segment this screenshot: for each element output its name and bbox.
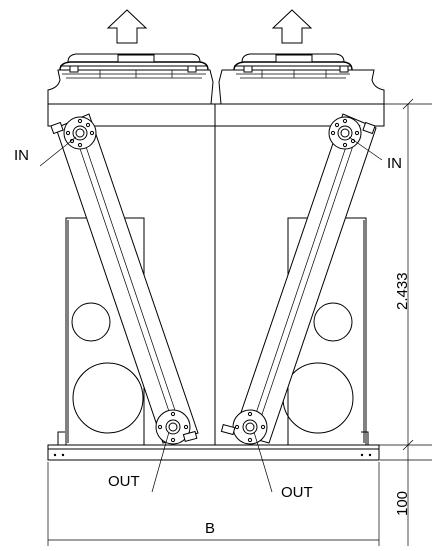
label-height-total: 2.433 <box>394 272 411 310</box>
opening-small-right <box>313 302 353 342</box>
opening-small-left <box>71 302 111 342</box>
outlet-flange-left <box>155 409 198 445</box>
base-frame <box>47 431 380 461</box>
label-out-left: OUT <box>108 473 140 490</box>
label-in-right: IN <box>387 155 402 172</box>
label-height-base: 100 <box>394 491 411 516</box>
airflow-arrow-left-icon <box>106 9 148 44</box>
fan-assembly-left <box>47 53 214 105</box>
opening-large-right <box>282 362 354 434</box>
label-width: B <box>205 520 215 537</box>
dimension-width <box>47 462 380 546</box>
outlet-flange-right <box>220 409 268 445</box>
label-in-left: IN <box>14 147 29 164</box>
dimension-height <box>370 98 432 546</box>
leader-in-left <box>39 136 77 167</box>
leader-out-left <box>151 431 170 493</box>
inlet-flange-right <box>328 116 376 150</box>
unit-frame <box>47 103 385 446</box>
airflow-arrow-right-icon <box>271 9 313 44</box>
fan-assembly-right <box>218 53 385 105</box>
coil-right <box>233 113 377 444</box>
leader-out-right <box>253 431 273 493</box>
label-out-right: OUT <box>281 484 313 501</box>
leader-in-right <box>348 136 383 161</box>
inlet-flange-left <box>50 116 97 150</box>
opening-large-left <box>72 362 144 434</box>
coil-left <box>55 113 199 444</box>
